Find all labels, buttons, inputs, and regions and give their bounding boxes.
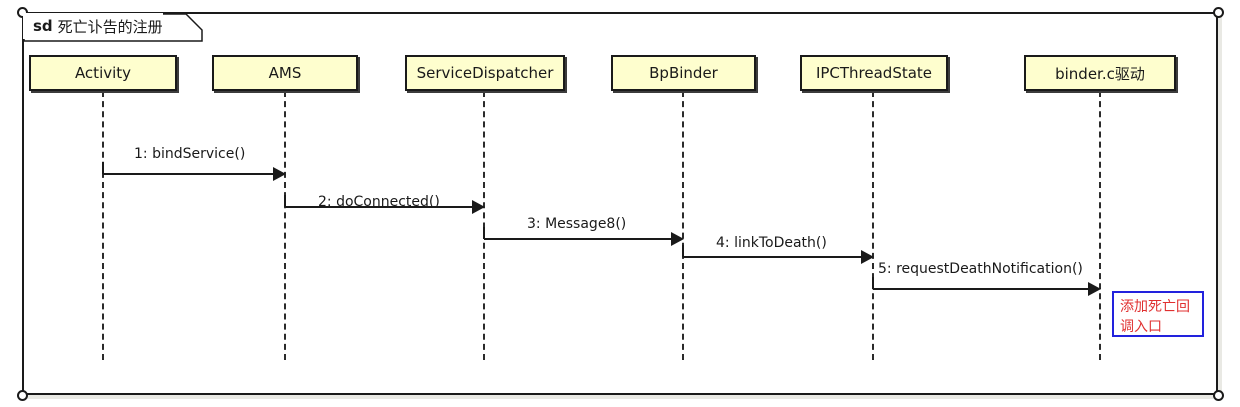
frame-handle-bottom-left[interactable] [17,390,28,401]
participant-label: ServiceDispatcher [416,64,554,82]
message-2-label: 2: doConnected() [318,194,440,210]
participant-bpbinder[interactable]: BpBinder [611,55,756,91]
message-1-label: 1: bindService() [134,146,246,162]
message-3-line[interactable] [484,238,673,240]
participant-binderc[interactable]: binder.c驱动 [1024,55,1176,91]
lifeline-ams [284,91,286,360]
participant-label: IPCThreadState [815,64,933,82]
lifeline-servicedispatcher [483,91,485,360]
message-2-arrowhead [472,200,485,214]
message-3-tail [483,227,485,239]
message-2-tail [284,195,286,207]
message-4-label: 4: linkToDeath() [716,235,827,251]
participant-label: Activity [74,64,132,82]
message-3-label: 3: Message8() [527,216,627,232]
frame-handle-bottom-right[interactable] [1213,390,1224,401]
message-1-tail [102,162,104,174]
message-1-arrowhead [273,167,286,181]
note-death-callback[interactable]: 添加死亡回调入口 [1112,291,1204,337]
message-2-line[interactable] [285,206,474,208]
message-4-tail [682,245,684,257]
lifeline-bpbinder [682,91,684,360]
frame-title-keyword: sd [33,17,53,35]
message-5-line[interactable] [873,288,1090,290]
frame-handle-top-right[interactable] [1213,7,1224,18]
frame-handle-top-left[interactable] [17,7,28,18]
participant-activity[interactable]: Activity [29,55,177,91]
frame-title: sd 死亡讣告的注册 [23,13,163,39]
note-line: 添加死亡回 [1120,299,1190,315]
message-4-line[interactable] [683,256,863,258]
participant-ipcthreadstate[interactable]: IPCThreadState [800,55,948,91]
lifeline-binderc [1099,91,1101,360]
lifeline-activity [102,91,104,360]
message-5-arrowhead [1088,282,1101,296]
message-4-arrowhead [861,250,874,264]
note-line: 调入口 [1120,319,1162,335]
frame-title-text: 死亡讣告的注册 [57,17,163,36]
lifeline-ipcthreadstate [872,91,874,360]
participant-label: BpBinder [649,64,718,82]
message-3-arrowhead [671,232,684,246]
participant-ams[interactable]: AMS [212,55,358,91]
participant-servicedispatcher[interactable]: ServiceDispatcher [405,55,565,91]
message-1-line[interactable] [103,173,275,175]
message-5-label: 5: requestDeathNotification() [878,261,1083,277]
participant-label: AMS [268,64,302,82]
message-5-tail [872,277,874,289]
participant-label: binder.c驱动 [1055,64,1145,83]
